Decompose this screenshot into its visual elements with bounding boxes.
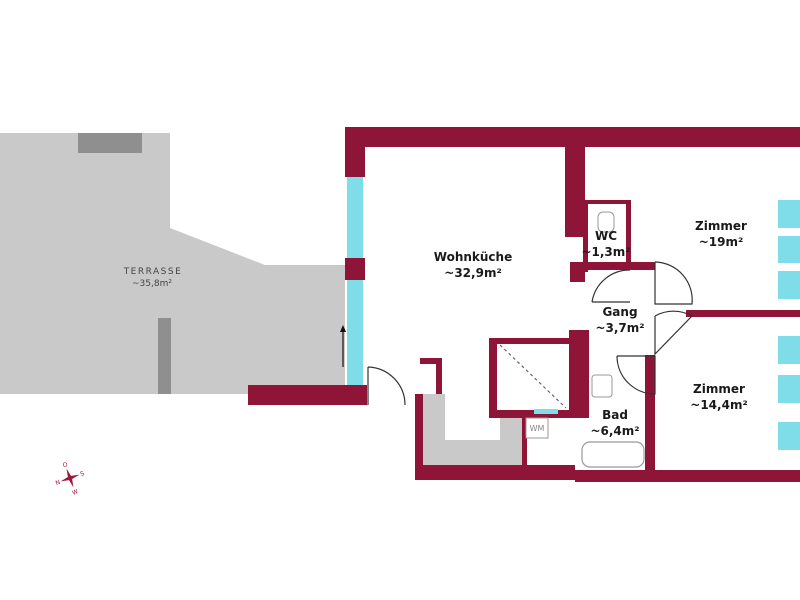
door-zimmer1-swing — [654, 261, 693, 305]
window-zimmer1-c — [778, 271, 800, 299]
terrace-area: ~35,8m² — [132, 279, 172, 289]
window-zimmer2-a — [778, 336, 800, 364]
room-bad: Bad ~6,4m² — [590, 408, 639, 438]
window-zimmer2-c — [778, 422, 800, 450]
terrace-planter-left — [158, 318, 171, 394]
compass-s: W — [71, 488, 79, 497]
fixtures: WM — [525, 211, 645, 468]
door-zimmer2-swing — [654, 310, 693, 356]
window-zimmer1-a — [778, 200, 800, 228]
doors — [340, 261, 693, 409]
wohnkueche-name: Wohnküche — [434, 250, 512, 264]
gang-name: Gang — [602, 305, 637, 319]
compass-w: N — [55, 479, 62, 487]
room-wohnkueche: Wohnküche ~32,9m² — [434, 250, 512, 280]
wm-label: WM — [530, 424, 545, 433]
window-zimmer1-b — [778, 236, 800, 263]
room-gang: Gang ~3,7m² — [595, 305, 644, 335]
terrace-floor — [0, 133, 345, 394]
room-zimmer2: Zimmer ~14,4m² — [690, 382, 747, 412]
storage-niche — [422, 394, 522, 465]
terrace-label: TERRASSE ~35,8m² — [123, 267, 183, 289]
toilet-wc — [597, 211, 615, 233]
terrace-name: TERRASSE — [123, 267, 183, 277]
door-bad-swing — [616, 355, 656, 395]
windows — [347, 177, 800, 450]
wm-box — [525, 417, 549, 439]
bad-name: Bad — [602, 408, 628, 422]
door-wc-swing — [591, 269, 631, 303]
zimmer2-name: Zimmer — [693, 382, 745, 396]
gang-area: ~3,7m² — [595, 321, 644, 335]
shower-diagonal — [499, 344, 567, 409]
window-west-bottom — [347, 280, 363, 385]
door-terrace-swing — [367, 366, 406, 406]
room-wc: WC ~1,3m² — [581, 229, 630, 259]
walls — [248, 127, 800, 482]
compass-n: O — [62, 461, 69, 469]
wc-area: ~1,3m² — [581, 245, 630, 259]
window-zimmer2-b — [778, 375, 800, 403]
terrace — [0, 133, 345, 394]
compass-icon: O S W N — [55, 461, 86, 497]
washbasin — [591, 374, 613, 398]
zimmer2-area: ~14,4m² — [690, 398, 747, 412]
compass-e: S — [79, 470, 85, 478]
window-bad-vent — [534, 409, 558, 414]
zimmer1-name: Zimmer — [695, 219, 747, 233]
zimmer1-area: ~19m² — [699, 235, 744, 249]
wc-name: WC — [595, 229, 617, 243]
room-zimmer1: Zimmer ~19m² — [695, 219, 747, 249]
terrace-planter-top — [78, 133, 142, 153]
bad-area: ~6,4m² — [590, 424, 639, 438]
entry-arrow-head — [340, 325, 346, 332]
bathtub — [581, 441, 645, 468]
wohnkueche-area: ~32,9m² — [444, 266, 501, 280]
window-west-top — [347, 177, 363, 258]
